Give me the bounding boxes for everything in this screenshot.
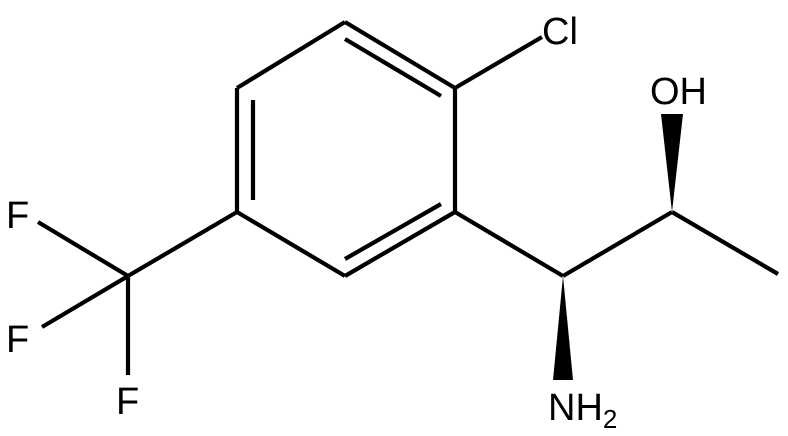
fluorine-atom-label-bottom: F bbox=[116, 381, 139, 423]
bond-ring-cf3 bbox=[126, 210, 239, 278]
amine-atom-label-main: NH bbox=[548, 387, 603, 429]
hydroxyl-atom-label: OH bbox=[650, 71, 707, 113]
chlorine-atom-label: Cl bbox=[542, 11, 578, 53]
fluorine-atom-label-middle: F bbox=[6, 319, 29, 361]
ring-bond-c4-c5 bbox=[235, 210, 347, 278]
ring-inner-bond-bottom bbox=[343, 202, 443, 261]
ring-inner-bond-top bbox=[343, 37, 443, 98]
bond-ring-cl bbox=[453, 35, 544, 90]
amine-atom-label: NH2 bbox=[548, 387, 617, 434]
bond-ch-amine-ch-ol bbox=[561, 210, 674, 278]
wedge-bond-hydroxyl bbox=[661, 114, 683, 212]
bond-c-f-top bbox=[36, 220, 130, 278]
amine-atom-label-subscript: 2 bbox=[603, 404, 617, 434]
bond-ch-ol-methyl bbox=[670, 210, 780, 276]
bond-c-f-mid bbox=[40, 274, 130, 329]
fluorine-atom-label-top: F bbox=[6, 195, 29, 237]
wedge-bond-amine bbox=[553, 276, 573, 380]
bond-ring-ch-amine bbox=[453, 210, 565, 278]
ring-bond-c5-c6 bbox=[343, 210, 457, 278]
ring-bond-c2-c3 bbox=[235, 20, 347, 90]
ring-bond-c1-c2 bbox=[343, 20, 457, 90]
